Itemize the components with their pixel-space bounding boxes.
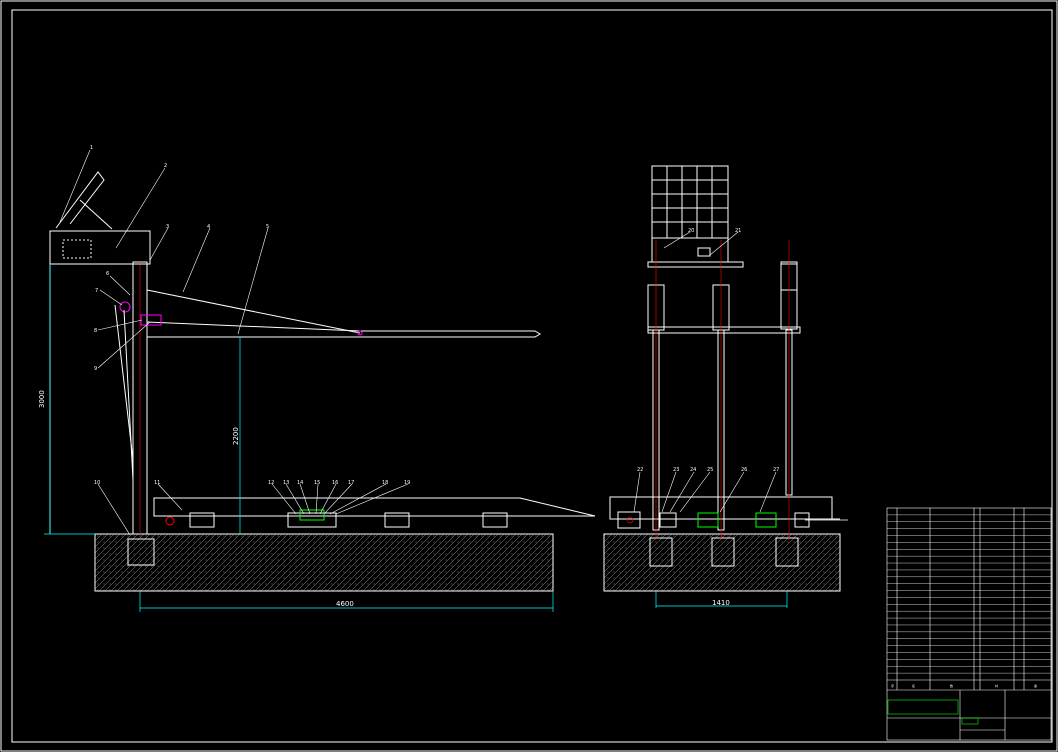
tb-header-5: 备	[1034, 683, 1037, 688]
callout-27: 27	[773, 467, 779, 473]
front-grid-panel	[651, 165, 729, 239]
callout-4: 4	[207, 224, 210, 230]
dim-base-length: 4600	[336, 600, 354, 608]
callout-14: 14	[297, 480, 303, 486]
front-centerlines	[626, 240, 790, 540]
side-dimensions	[44, 264, 554, 612]
side-view	[49, 171, 596, 592]
callout-19: 19	[404, 480, 410, 486]
callout-18: 18	[382, 480, 388, 486]
tb-header-3: 数	[950, 683, 953, 688]
callout-17: 17	[348, 480, 354, 486]
side-platform	[153, 497, 596, 517]
callout-12: 12	[268, 480, 274, 486]
dim-left-height: 3000	[38, 390, 46, 408]
callout-9: 9	[94, 366, 97, 372]
title-block-headers: 序 名 数 材 备	[891, 683, 1037, 688]
front-view	[603, 165, 841, 592]
callout-10: 10	[94, 480, 100, 486]
callout-2: 2	[164, 163, 167, 169]
front-callout-labels: 20 21 22 23 24 25 26 27	[637, 228, 779, 473]
callout-3: 3	[166, 224, 169, 230]
callout-13: 13	[283, 480, 289, 486]
side-wheelsets	[165, 509, 508, 528]
callout-26: 26	[741, 467, 747, 473]
front-dimensions	[655, 519, 848, 608]
callout-5: 5	[266, 224, 269, 230]
tb-header-2: 名	[912, 683, 915, 688]
dim-base-width: 1410	[712, 599, 730, 607]
tb-header-1: 序	[891, 683, 894, 688]
side-cabin	[49, 230, 151, 265]
dim-beam-height: 2200	[232, 427, 240, 445]
title-block-rows	[887, 514, 1051, 674]
callout-6: 6	[106, 271, 109, 277]
inner-frame	[11, 9, 1053, 743]
front-callouts	[633, 231, 777, 513]
callout-24: 24	[690, 467, 696, 473]
callout-11: 11	[154, 480, 160, 486]
callout-7: 7	[95, 288, 98, 294]
callout-8: 8	[94, 328, 97, 334]
callout-22: 22	[637, 467, 643, 473]
callout-23: 23	[673, 467, 679, 473]
callout-1: 1	[90, 145, 93, 151]
title-block	[886, 507, 1052, 741]
side-callout-labels: 1 2 3 4 5 6 7 8 9 10 11 12 13 14 15 16 1…	[90, 145, 410, 486]
callout-20: 20	[688, 228, 694, 234]
title-block-accent	[887, 699, 979, 725]
side-foundation	[94, 533, 554, 592]
tb-header-4: 材	[995, 683, 998, 688]
side-callouts	[59, 149, 409, 536]
callout-15: 15	[314, 480, 320, 486]
callout-16: 16	[332, 480, 338, 486]
front-foundation	[603, 533, 841, 592]
callout-21: 21	[735, 228, 741, 234]
callout-25: 25	[707, 467, 713, 473]
